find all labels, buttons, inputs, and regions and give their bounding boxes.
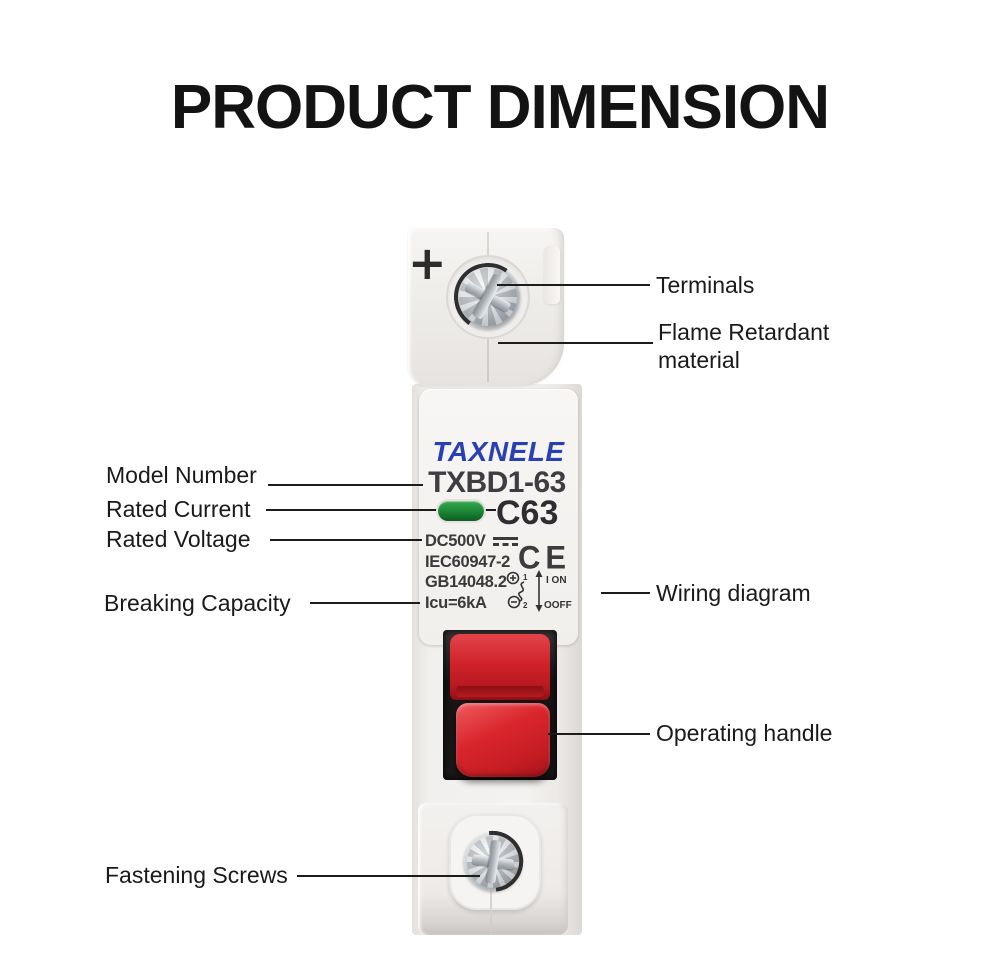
label-fastening-screws: Fastening Screws	[105, 862, 288, 888]
label-breaking-capacity: Breaking Capacity	[104, 590, 291, 616]
label-wiring-diagram: Wiring diagram	[656, 580, 811, 606]
wiring-on-label: I ON	[546, 575, 567, 586]
terminal-screw-top-icon	[448, 257, 528, 337]
label-operating-handle: Operating handle	[656, 720, 833, 746]
current-rating-text: C63	[496, 494, 559, 532]
model-number-text: TXBD1-63	[428, 466, 566, 499]
spec-breaking-capacity: Icu=6kA	[425, 593, 487, 612]
wiring-diagram-icon: 1 2 I ON OOFF	[506, 570, 572, 612]
status-indicator-pill	[438, 501, 484, 521]
dc-symbol-icon	[492, 536, 518, 548]
leader-line-rated-voltage	[270, 539, 422, 541]
label-flame-retardant-line1: Flame Retardant	[658, 319, 830, 345]
leader-line-wiring-diagram	[601, 592, 650, 594]
wiring-terminal-bottom-number: 2	[523, 601, 528, 610]
leader-line-fastening-screws	[297, 875, 480, 877]
label-rated-voltage: Rated Voltage	[106, 526, 251, 552]
label-terminals: Terminals	[656, 272, 755, 298]
spec-voltage: DC500V	[425, 531, 518, 552]
spec-list: DC500V IEC60947-2 GB14048.2 Icu=6kA	[425, 531, 518, 613]
handle-track	[450, 634, 550, 700]
leader-line-rated-current	[266, 509, 496, 511]
label-flame-retardant-line2: material	[658, 347, 740, 373]
leader-line-terminals	[497, 284, 650, 286]
spec-voltage-text: DC500V	[425, 532, 486, 550]
polarity-plus-mark: +	[408, 236, 447, 290]
leader-line-breaking-capacity	[310, 602, 420, 604]
brand-logo: TAXNELE	[432, 436, 565, 467]
bottom-seam-line	[490, 886, 492, 932]
spec-iec-standard: IEC60947-2	[425, 552, 511, 571]
ce-mark: CE	[518, 539, 572, 576]
leader-line-operating-handle	[548, 733, 650, 735]
top-terminal-ridge	[544, 246, 560, 304]
label-flame-retardant: Flame Retardant material	[658, 318, 829, 374]
wiring-terminal-top-number: 1	[523, 573, 528, 582]
label-model-number: Model Number	[106, 462, 257, 488]
wiring-off-label: OOFF	[544, 600, 572, 611]
terminal-screw-bottom-icon	[449, 818, 537, 906]
spec-gb-standard: GB14048.2	[425, 573, 507, 591]
leader-line-model-number	[268, 484, 423, 486]
label-rated-current: Rated Current	[106, 496, 251, 522]
operating-handle-knob	[456, 703, 550, 777]
page-title: PRODUCT DIMENSION	[170, 73, 830, 142]
leader-line-flame-retardant	[498, 342, 653, 344]
